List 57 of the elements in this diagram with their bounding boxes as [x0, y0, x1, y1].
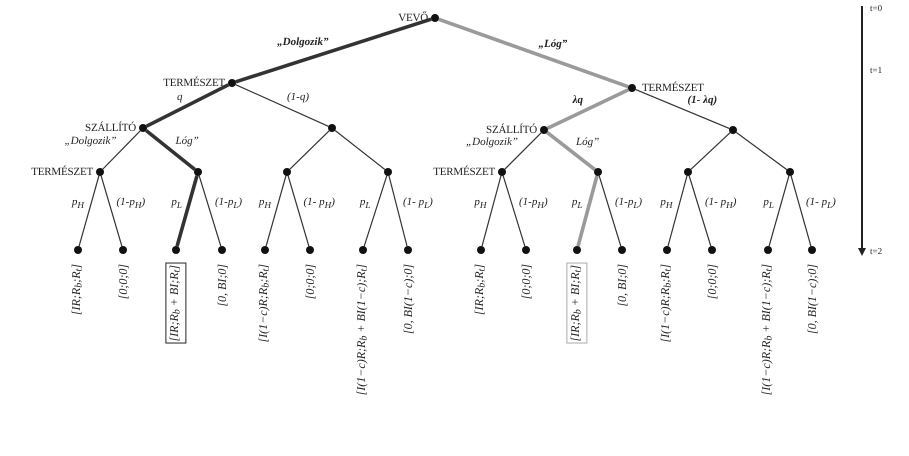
- player-label: VEVŐ: [398, 12, 428, 24]
- payoff-label: [0;0;0]: [518, 263, 534, 300]
- branch-line: [790, 176, 812, 246]
- payoff-label: [0;0;0]: [115, 263, 131, 300]
- branch-line: [768, 176, 790, 246]
- edge-label: (1-q): [286, 90, 310, 102]
- time-label: t=0: [870, 3, 882, 13]
- time-label: t=1: [870, 65, 882, 75]
- branch-line: [481, 176, 502, 246]
- branch-line: [736, 132, 788, 170]
- payoff-label: [0;0;0]: [704, 263, 720, 300]
- branch-line: [598, 176, 622, 246]
- branch-line: [235, 84, 329, 127]
- edge-label: Lóg”: [575, 136, 600, 148]
- branch-line: [102, 130, 141, 170]
- branch-line: [175, 175, 199, 247]
- payoff-label: [0;0;0]: [302, 263, 318, 300]
- edge-label: „Dolgozik”: [276, 36, 330, 48]
- branch-line: [364, 176, 388, 246]
- edge-label: λq: [572, 94, 584, 106]
- branch-line: [667, 176, 688, 246]
- edge-label: „Dolgozik”: [64, 135, 118, 147]
- branch-line: [502, 176, 526, 246]
- branch-line: [78, 176, 100, 246]
- edge-label: „Dolgozik”: [465, 136, 519, 148]
- payoff-label: [0, BI(1−c);0]: [804, 263, 820, 336]
- player-label: SZÁLLÍTÓ: [85, 122, 136, 134]
- branch-line: [198, 176, 222, 246]
- branch-line: [266, 176, 286, 246]
- player-label: TERMÉSZET: [642, 82, 704, 94]
- edge-label: (1- λq): [686, 94, 718, 106]
- branch-line: [438, 18, 629, 88]
- branch-line: [235, 18, 432, 84]
- branch-line: [546, 88, 630, 130]
- branch-line: [635, 88, 730, 130]
- payoff-label: [0, BI(1−c);0]: [400, 263, 416, 336]
- branch-line: [690, 132, 730, 170]
- branch-line: [146, 83, 230, 128]
- branch-line: [504, 132, 542, 170]
- branch-line: [288, 176, 310, 246]
- player-label: TERMÉSZET: [163, 77, 225, 89]
- payoff-label: [0, BI;0]: [614, 263, 630, 308]
- player-label: SZÁLLÍTÓ: [486, 124, 537, 136]
- branch-line: [388, 176, 408, 246]
- branch-line: [546, 131, 596, 171]
- edge-label: „Lóg”: [538, 38, 568, 50]
- time-label: t=2: [870, 246, 882, 256]
- branch-line: [100, 176, 122, 246]
- branch-line: [334, 130, 386, 170]
- edge-label: Lóg”: [174, 135, 200, 147]
- player-label: TERMÉSZET: [31, 166, 93, 178]
- branch-line: [576, 175, 599, 247]
- branch-line: [688, 176, 712, 246]
- payoff-label: [0, BI;0]: [214, 263, 230, 308]
- player-label: TERMÉSZET: [433, 166, 495, 178]
- branch-line: [289, 130, 330, 170]
- branch-line: [145, 129, 196, 171]
